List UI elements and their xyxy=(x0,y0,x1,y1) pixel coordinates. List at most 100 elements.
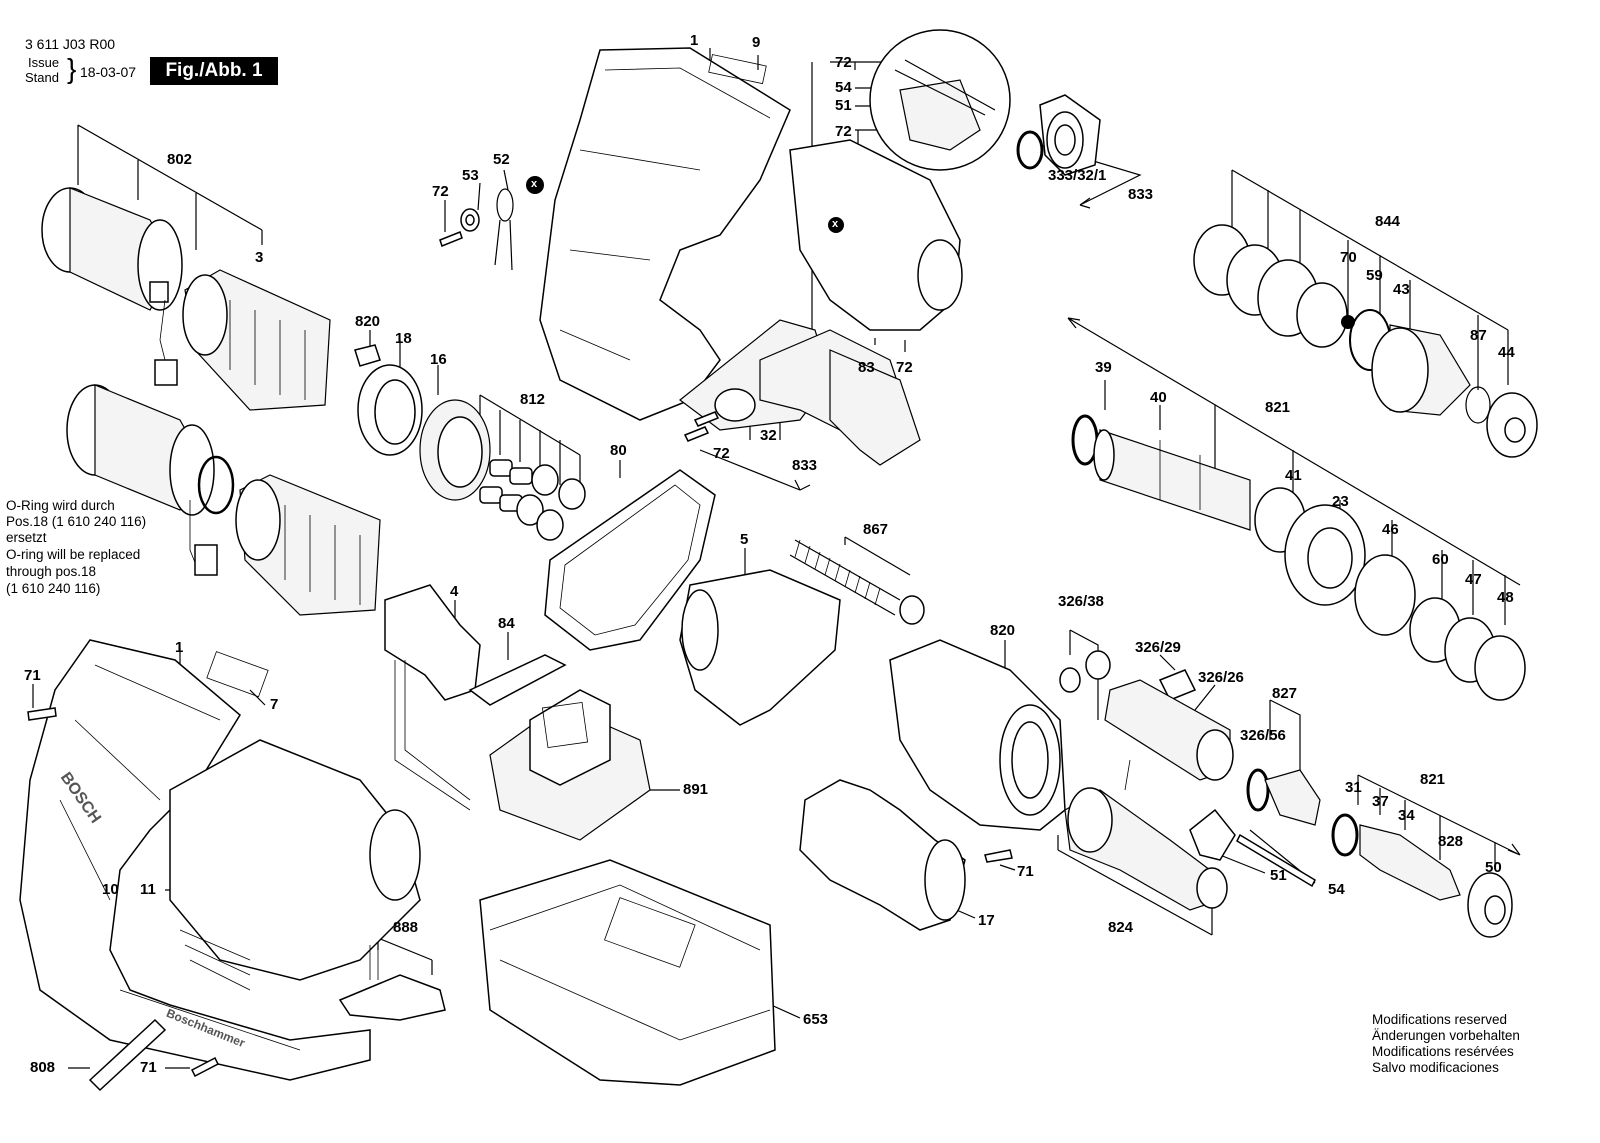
stand-label: Stand xyxy=(25,70,59,85)
part-label-53: 53 xyxy=(462,167,479,184)
part-label-820: 820 xyxy=(355,313,381,330)
part-label-80: 80 xyxy=(610,442,627,459)
part-label-84: 84 xyxy=(498,615,515,632)
note-line: O-Ring wird durch xyxy=(6,498,115,513)
part-label-54: 54 xyxy=(1328,881,1345,898)
part-label-891: 891 xyxy=(683,781,709,798)
part-label-46: 46 xyxy=(1382,521,1399,538)
part-label-23: 23 xyxy=(1332,493,1349,510)
motor-housing-11 xyxy=(169,739,421,991)
part-label-37: 37 xyxy=(1372,793,1389,810)
bearing-top xyxy=(1016,94,1101,176)
part-label-16: 16 xyxy=(430,351,447,368)
part-label-51: 51 xyxy=(835,97,852,114)
piston-parts-326 xyxy=(1059,650,1321,826)
part-label-333-32-1: 333/32/1 xyxy=(1048,167,1107,184)
part-label-72: 72 xyxy=(432,183,449,200)
part-label-7: 7 xyxy=(270,696,279,713)
part-label-43: 43 xyxy=(1393,281,1410,298)
lever-pin-51-54 xyxy=(1189,808,1316,888)
part-label-326-26: 326/26 xyxy=(1198,669,1244,686)
part-label-3: 3 xyxy=(255,249,264,266)
part-label-83: 83 xyxy=(858,359,875,376)
part-label-867: 867 xyxy=(863,521,889,538)
part-label-50: 50 xyxy=(1485,859,1502,876)
part-label-48: 48 xyxy=(1497,589,1514,606)
switch-4 xyxy=(384,584,567,811)
part-label-87: 87 xyxy=(1470,327,1487,344)
hammer-housing-820 xyxy=(889,639,1066,831)
part-label-888: 888 xyxy=(393,919,419,936)
spring-pin-group xyxy=(439,176,544,271)
battery-latch xyxy=(338,945,446,1021)
issue-label: Issue xyxy=(28,55,60,70)
figure-label: Fig./Abb. 1 xyxy=(150,57,278,85)
part-label-60: 60 xyxy=(1432,551,1449,568)
part-label-71: 71 xyxy=(140,1059,157,1076)
motor-cover xyxy=(679,569,841,726)
part-label-821: 821 xyxy=(1265,399,1291,416)
part-label-72: 72 xyxy=(835,54,852,71)
document-number: 3 611 J03 R00 xyxy=(25,36,116,52)
part-label-72: 72 xyxy=(896,359,913,376)
electronics-module xyxy=(489,689,651,841)
part-label-820: 820 xyxy=(990,622,1016,639)
note-line: O-ring will be replaced xyxy=(6,547,141,562)
part-label-10: 10 xyxy=(102,881,119,898)
battery-pack xyxy=(479,859,776,1086)
part-label-326-38: 326/38 xyxy=(1058,593,1104,610)
part-label-17: 17 xyxy=(978,912,995,929)
part-label-39: 39 xyxy=(1095,359,1112,376)
part-label-72: 72 xyxy=(713,445,730,462)
part-label-821: 821 xyxy=(1420,771,1446,788)
part-label-812: 812 xyxy=(520,391,546,408)
modifications-line: Salvo modificaciones xyxy=(1372,1060,1499,1075)
modifications-line: Änderungen vorbehalten xyxy=(1372,1028,1520,1043)
field-coil-lower xyxy=(66,384,235,576)
part-label-802: 802 xyxy=(167,151,193,168)
tool-holder-group xyxy=(1193,224,1538,458)
part-label-326-56: 326/56 xyxy=(1240,727,1286,744)
note-line: Pos.18 (1 610 240 116) xyxy=(6,514,147,529)
detail-inset-circle xyxy=(869,29,1011,171)
armature-lower xyxy=(235,474,381,616)
part-label-47: 47 xyxy=(1465,571,1482,588)
modifications-line: Modifications reserved xyxy=(1372,1012,1508,1027)
part-label-1: 1 xyxy=(175,639,184,656)
ring-gear-group xyxy=(354,344,491,501)
part-label-828: 828 xyxy=(1438,833,1464,850)
issue-date: 18-03-07 xyxy=(80,64,137,80)
part-label-71: 71 xyxy=(1017,863,1034,880)
part-label-59: 59 xyxy=(1366,267,1383,284)
x-marker: x xyxy=(531,178,538,190)
part-label-44: 44 xyxy=(1498,344,1515,361)
striker-assembly xyxy=(1331,813,1513,938)
part-label-54: 54 xyxy=(835,79,852,96)
part-label-808: 808 xyxy=(30,1059,56,1076)
part-label-833: 833 xyxy=(792,457,818,474)
note-line: through pos.18 xyxy=(6,564,97,579)
note-line: (1 610 240 116) xyxy=(6,581,101,596)
part-label-71: 71 xyxy=(24,667,41,684)
seal-17 xyxy=(799,779,966,931)
part-label-40: 40 xyxy=(1150,389,1167,406)
part-label-34: 34 xyxy=(1398,807,1415,824)
field-coil-upper xyxy=(41,187,183,386)
planet-gears xyxy=(479,459,586,541)
part-label-18: 18 xyxy=(395,330,412,347)
part-label-1: 1 xyxy=(690,32,699,49)
part-label-31: 31 xyxy=(1345,779,1362,796)
x-marker: x xyxy=(832,218,839,230)
part-label-70: 70 xyxy=(1340,249,1357,266)
screws-71 xyxy=(27,707,1013,1078)
part-label-653: 653 xyxy=(803,1011,829,1028)
part-label-32: 32 xyxy=(760,427,777,444)
part-label-824: 824 xyxy=(1108,919,1134,936)
note-line: ersetzt xyxy=(6,530,47,545)
part-label-52: 52 xyxy=(493,151,510,168)
gear-shaft-824 xyxy=(1064,759,1228,911)
part-label-51: 51 xyxy=(1270,867,1287,884)
part-label-72: 72 xyxy=(835,123,852,140)
